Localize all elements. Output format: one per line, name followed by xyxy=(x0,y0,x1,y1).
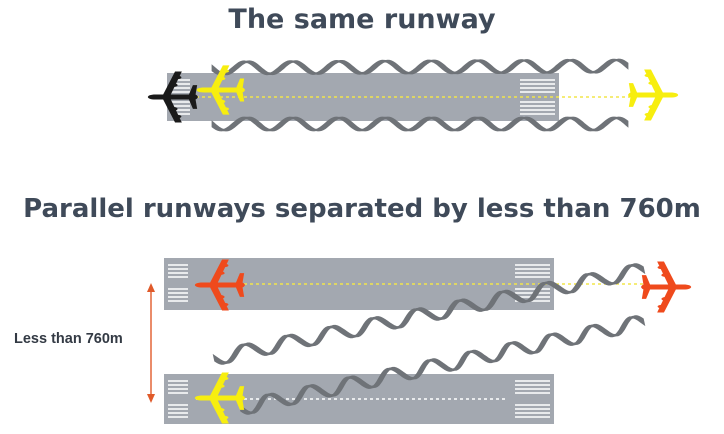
airplane-icon xyxy=(641,261,692,313)
wake-vortex-icon xyxy=(212,263,646,415)
wake-vortex-icon xyxy=(211,58,629,132)
runway-same xyxy=(167,73,630,121)
title-parallel-runways: Parallel runways separated by less than … xyxy=(23,194,701,224)
title-same-runway: The same runway xyxy=(228,4,496,35)
airplane-icon xyxy=(628,69,679,121)
dimension-arrow-icon xyxy=(147,283,155,403)
separation-label: Less than 760m xyxy=(14,331,123,347)
